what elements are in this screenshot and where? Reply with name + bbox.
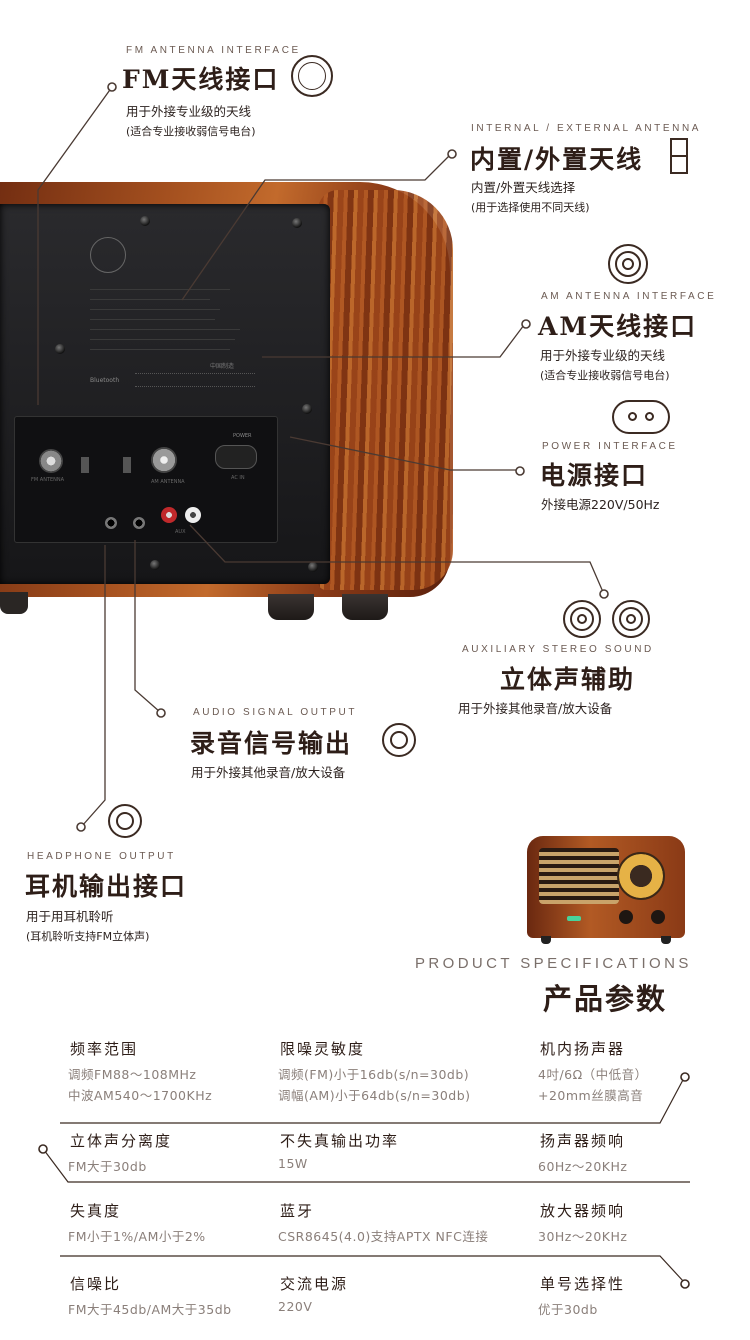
power-en-label: POWER INTERFACE [542,441,678,452]
spec-value: CSR8645(4.0)支持APTX NFC连接 [278,1229,489,1244]
power-socket[interactable] [215,445,257,469]
spec-value: 220V [278,1299,313,1314]
brand-logo [90,237,126,273]
ant-en-label: INTERNAL / EXTERNAL ANTENNA [471,123,702,134]
am-title: AM天线接口 [538,312,698,341]
wood-side [318,190,453,590]
product-thumbnail [527,836,685,946]
ant-title: 内置/外置天线 [470,145,644,174]
fm-title: FM天线接口 [122,65,280,94]
am-antenna-jack[interactable] [151,447,177,473]
am-desc-note: (适合专业接收弱信号电台) [540,369,670,382]
am-en-label: AM ANTENNA INTERFACE [541,291,717,302]
power-socket-icon [612,400,670,434]
audio-title: 录音信号输出 [190,729,353,758]
radio-back-image: 中国制造 Bluetooth FM ANTENNA AM ANTENNA POW… [0,182,455,620]
headphone-jack-icon [108,804,142,838]
spec-heading: 扬声器频响 [540,1132,626,1150]
spec-value: FM大于45db/AM大于35db [68,1302,232,1317]
spec-value: 优于30db [538,1302,598,1317]
spec-heading: 频率范围 [70,1040,139,1058]
spec-heading: 失真度 [70,1202,122,1220]
switch-icon [670,138,688,174]
spec-value: FM小于1%/AM小于2% [68,1229,206,1244]
fm-en-label: FM ANTENNA INTERFACE [126,45,301,56]
spec-heading: 交流电源 [280,1275,349,1293]
aux-desc: 用于外接其他录音/放大设备 [458,701,613,716]
aux-jack-white[interactable] [185,507,201,523]
ant-desc-note: (用于选择使用不同天线) [471,201,590,214]
speaker-grille [539,848,619,904]
spec-value: 4吋/6Ω（中低音） [538,1067,648,1082]
spec-value: 调频FM88～108MHz [68,1067,197,1082]
spec-heading: 蓝牙 [280,1202,315,1220]
foot [342,594,388,620]
aux-jack-icon-left [563,600,601,638]
am-desc: 用于外接专业级的天线 [540,348,666,363]
power-title: 电源接口 [540,461,649,490]
spec-heading: 机内扬声器 [540,1040,626,1058]
band-switch[interactable] [123,457,131,473]
spec-value: 30Hz～20KHz [538,1229,628,1244]
specs-title: 产品参数 [543,982,668,1016]
callout-lines [37,82,609,832]
ant-desc: 内置/外置天线选择 [471,180,576,195]
specs-en-heading: PRODUCT SPECIFICATIONS [415,955,692,972]
connector-plate: FM ANTENNA AM ANTENNA POWER AC IN AUX [14,416,278,543]
made-in-label: 中国制造 [210,363,235,370]
fm-desc: 用于外接专业级的天线 [126,104,252,119]
certification-icons [135,373,255,387]
fm-jack-icon [291,55,333,97]
line-out-jack[interactable] [133,517,145,529]
knob [651,910,665,924]
power-desc: 外接电源220V/50Hz [541,497,660,512]
foot [268,594,314,620]
fm-antenna-jack[interactable] [39,449,63,473]
phone-en-label: HEADPHONE OUTPUT [27,851,176,862]
spec-value: +20mm丝膜高音 [538,1088,644,1103]
bluetooth-label: Bluetooth [90,377,120,384]
spec-value: 中波AM540～1700KHz [68,1088,213,1103]
spec-value: 调幅(AM)小于64db(s/n=30db) [278,1088,471,1103]
phone-desc-note: (耳机聆听支持FM立体声) [26,930,150,943]
foot [0,592,28,614]
spec-heading: 不失真输出功率 [280,1132,400,1150]
back-panel: 中国制造 Bluetooth FM ANTENNA AM ANTENNA POW… [0,204,330,584]
spec-heading: 放大器频响 [540,1202,626,1220]
audio-desc: 用于外接其他录音/放大设备 [191,765,346,780]
aux-jack-red[interactable] [161,507,177,523]
knob [619,910,633,924]
spec-value: 60Hz～20KHz [538,1159,628,1174]
aux-title: 立体声辅助 [500,665,636,694]
spec-heading: 单号选择性 [540,1275,626,1293]
indicator-light [567,916,581,921]
antenna-switch[interactable] [81,457,89,473]
audio-jack-icon [382,723,416,757]
spec-grid: 频率范围调频FM88～108MHz 中波AM540～1700KHz 限噪灵敏度调频(… [0,1030,750,1340]
spec-heading: 立体声分离度 [70,1132,173,1150]
fm-desc-note: (适合专业接收弱信号电台) [126,125,256,138]
spec-heading: 限噪灵敏度 [280,1040,366,1058]
label-plate: 中国制造 Bluetooth [80,229,270,404]
spec-value: FM大于30db [68,1159,147,1174]
phone-title: 耳机输出接口 [25,872,188,901]
tuning-dial [617,852,665,900]
spec-value: 15W [278,1156,308,1171]
phone-desc: 用于用耳机聆听 [26,909,114,924]
audio-en-label: AUDIO SIGNAL OUTPUT [193,707,358,718]
aux-jack-icon-right [612,600,650,638]
headphone-jack[interactable] [105,517,117,529]
spec-dividers [38,1072,690,1289]
am-jack-icon [608,244,648,284]
aux-en-label: AUXILIARY STEREO SOUND [462,644,654,655]
spec-value: 调频(FM)小于16db(s/n=30db) [278,1067,470,1082]
spec-heading: 信噪比 [70,1275,122,1293]
